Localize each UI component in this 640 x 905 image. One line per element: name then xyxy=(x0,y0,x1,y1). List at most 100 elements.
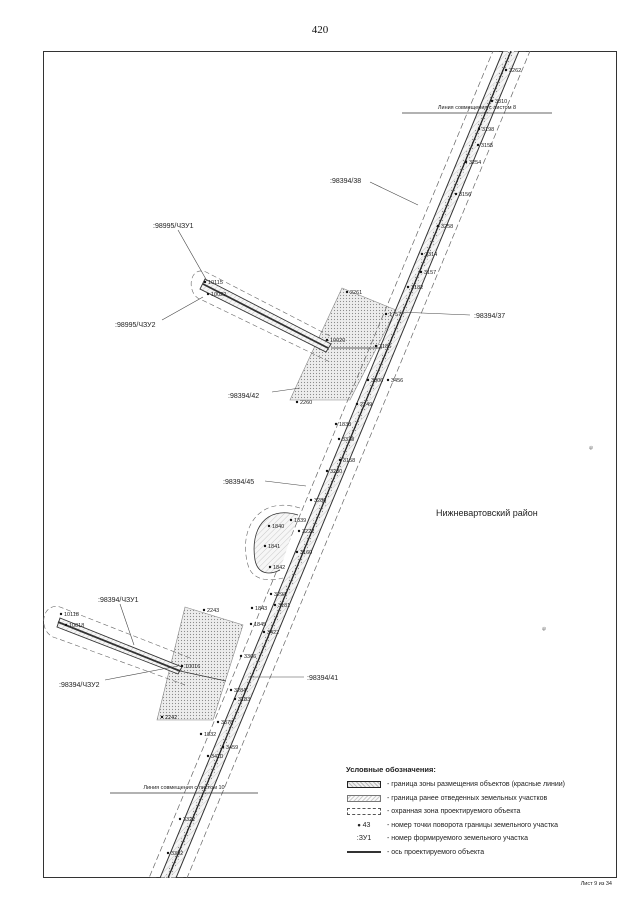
turn-point-marker xyxy=(160,715,164,719)
legend-item: - граница ранее отведенных земельных уча… xyxy=(346,792,612,806)
turn-point-marker xyxy=(386,378,390,382)
turn-point-marker xyxy=(206,292,210,296)
turn-point-label: 3322 xyxy=(183,817,195,823)
turn-point-marker xyxy=(419,270,423,274)
turn-point-label: 3183 xyxy=(238,697,250,703)
turn-point-marker xyxy=(325,338,329,342)
match-line-top: Линия совмещения с листом 8 xyxy=(438,105,516,111)
match-line-bottom: Линия совмещения с листом 10 xyxy=(143,785,224,791)
turn-point-label: 3262 xyxy=(509,68,521,74)
turn-point-label: 3186 xyxy=(379,344,391,350)
turn-point-marker xyxy=(239,654,243,658)
turn-point-marker xyxy=(273,603,277,607)
turn-point-label: 10016 xyxy=(185,664,200,670)
turn-point-label: 3155 xyxy=(481,143,493,149)
turn-point-label: 3156 xyxy=(459,192,471,198)
turn-point-marker xyxy=(221,745,225,749)
turn-point-label: 3198 xyxy=(482,127,494,133)
allotted-parcels-swatch xyxy=(347,794,381,802)
turn-point-label: 1845 xyxy=(254,622,266,628)
turn-point-marker xyxy=(464,160,468,164)
turn-point-label: 3392 xyxy=(171,851,183,857)
protection-zone-swatch xyxy=(347,808,381,816)
parcel-label: :98394/ЧЗУ2 xyxy=(59,682,100,689)
turn-point-marker xyxy=(249,622,253,626)
turn-point-marker xyxy=(476,143,480,147)
turn-point-label: 3158 xyxy=(343,458,355,464)
turn-point-marker xyxy=(384,312,388,316)
svg-text:©: © xyxy=(587,445,595,451)
turn-point-label: 2260 xyxy=(300,400,312,406)
turn-point-marker xyxy=(504,68,508,72)
sheet-label: Лист 9 из 34 xyxy=(581,881,612,887)
district-label: Нижневартовский район xyxy=(436,508,538,518)
turn-point-label: 1840 xyxy=(272,524,284,530)
point-icon: • xyxy=(357,820,361,831)
legend-item: • 43 - номер точки поворота границы земе… xyxy=(357,820,559,831)
turn-point-label: 3284 xyxy=(234,688,246,694)
turn-points-layer: 3262331031983155325431563258331431573182… xyxy=(59,68,521,857)
turn-point-marker xyxy=(202,608,206,612)
turn-point-marker xyxy=(267,524,271,528)
turn-point-label: 3160 xyxy=(300,550,312,556)
legend-item: - граница зоны размещения объектов (крас… xyxy=(346,778,612,792)
turn-point-label: 10018 xyxy=(69,623,84,629)
turn-point-label: 3459 xyxy=(226,745,238,751)
turn-point-label: 3230 xyxy=(330,469,342,475)
svg-text:©: © xyxy=(540,626,548,632)
turn-point-marker xyxy=(490,99,494,103)
turn-point-label: 3181 xyxy=(278,603,290,609)
turn-point-marker xyxy=(325,469,329,473)
turn-point-label: 3456 xyxy=(391,378,403,384)
turn-point-label: 2242 xyxy=(165,715,177,721)
turn-point-label: 3222 xyxy=(302,529,314,535)
turn-point-label: 1832 xyxy=(204,732,216,738)
turn-point-marker xyxy=(206,754,210,758)
turn-point-marker xyxy=(178,817,182,821)
turn-point-label: 2249 xyxy=(360,402,372,408)
legend-item: :ЗУ1 - номер формируемого земельного уча… xyxy=(356,835,528,843)
turn-point-marker xyxy=(477,127,481,131)
turn-point-label: 3254 xyxy=(469,160,481,166)
parcel-label: :98995/ЧЗУ2 xyxy=(115,322,156,329)
turn-point-marker xyxy=(166,851,170,855)
turn-point-marker xyxy=(180,664,184,668)
turn-point-marker xyxy=(436,224,440,228)
turn-point-marker xyxy=(295,400,299,404)
turn-point-marker xyxy=(269,592,273,596)
legend: Условные обозначения: - граница зоны раз… xyxy=(346,765,612,859)
turn-point-label: 3294 xyxy=(274,592,286,598)
turn-point-marker xyxy=(59,612,63,616)
turn-point-marker xyxy=(406,285,410,289)
turn-point-marker xyxy=(229,688,233,692)
turn-point-label: 1839 xyxy=(294,518,306,524)
legend-title: Условные обозначения: xyxy=(346,765,436,774)
legend-item: - охранная зона проектируемого объекта xyxy=(346,805,612,819)
turn-point-label: 3310 xyxy=(495,99,507,105)
turn-point-label: 3366 xyxy=(244,654,256,660)
turn-point-label: 1843 xyxy=(255,606,267,612)
zone-bulge xyxy=(253,512,299,574)
turn-point-label: 10118 xyxy=(64,612,79,618)
turn-point-marker xyxy=(338,458,342,462)
turn-point-marker xyxy=(345,290,349,294)
turn-point-marker xyxy=(268,565,272,569)
parcel-label: :98394/45 xyxy=(223,479,254,486)
parcel-label: :98394/37 xyxy=(474,313,505,320)
turn-point-label: 10115 xyxy=(208,280,223,286)
red-lines-swatch xyxy=(347,781,381,789)
main-axis xyxy=(167,51,512,878)
turn-point-label: 1842 xyxy=(273,565,285,571)
turn-point-marker xyxy=(289,518,293,522)
turn-point-label: 2243 xyxy=(207,608,219,614)
turn-point-label: 3182 xyxy=(411,285,423,291)
turn-point-marker xyxy=(64,623,68,627)
turn-point-label: 3378 xyxy=(221,720,233,726)
legend-item: - ось проектируемого объекта xyxy=(346,846,612,860)
parcel-label: :98394/42 xyxy=(228,393,259,400)
turn-point-marker xyxy=(262,630,266,634)
allotted-parcel-lower xyxy=(156,606,244,721)
turn-point-marker xyxy=(216,720,220,724)
turn-point-marker xyxy=(295,550,299,554)
